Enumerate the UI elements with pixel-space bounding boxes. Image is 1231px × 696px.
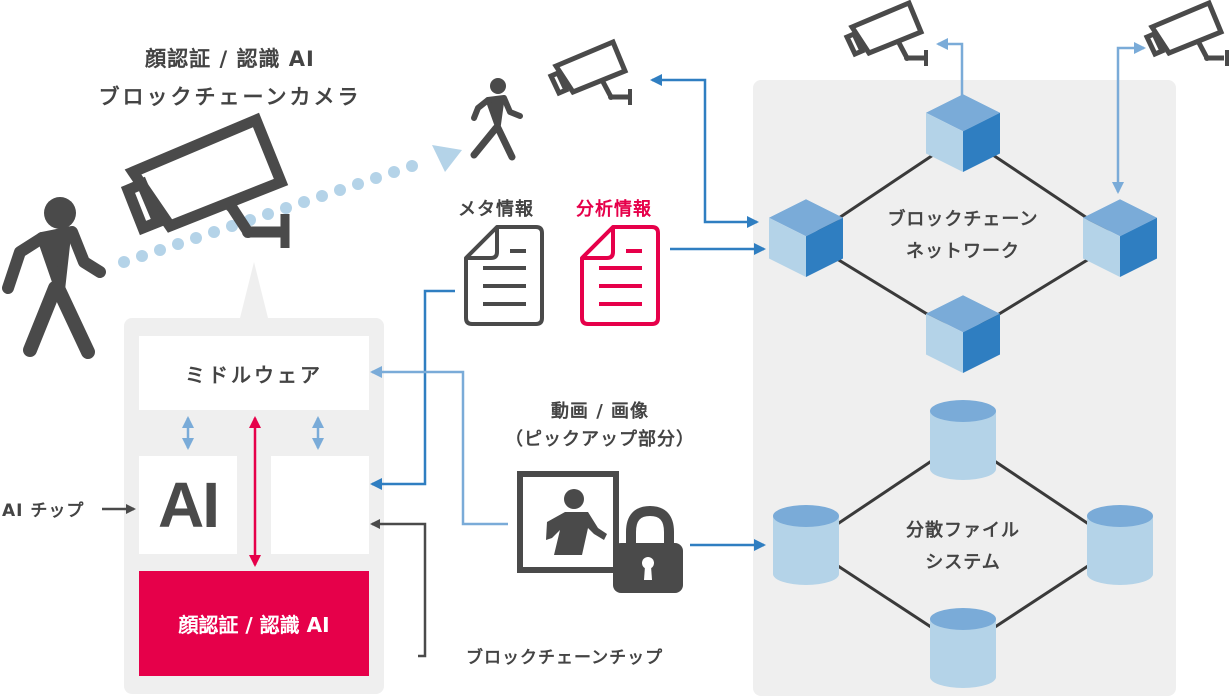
network-panel — [753, 80, 1176, 696]
small-camera-icon-3 — [1143, 0, 1229, 66]
meta-to-chip-arrow — [370, 289, 455, 490]
sightline-arrowhead — [432, 145, 462, 172]
storage-node-left — [773, 505, 839, 585]
middleware-label: ミドルウェア — [185, 362, 323, 387]
filesystem-line1: 分散ファイル — [906, 520, 1020, 541]
small-camera-icon-1 — [547, 38, 632, 105]
camera2-network-arrow — [936, 38, 968, 122]
network-node-bottom — [926, 295, 1000, 373]
storage-node-bottom — [930, 608, 996, 688]
meta-document-icon — [464, 225, 544, 326]
blockchain-network-line2: ネットワーク — [906, 241, 1020, 262]
media-label: 動画 / 画像 （ピックアップ部分） — [490, 398, 710, 454]
camera-title: 顔認証 / 認識 AI ブロックチェーンカメラ — [60, 40, 400, 116]
walking-person-icon — [2, 197, 106, 359]
panel-pointer — [240, 262, 268, 318]
sightline-dots — [118, 145, 462, 268]
middleware-box: ミドルウェア — [139, 336, 369, 410]
camera3-network-arrow — [1112, 42, 1146, 194]
blockchain-chip-callout-arrow — [370, 519, 427, 658]
face-ai-label: 顔認証 / 認識 AI — [178, 613, 330, 637]
ai-chip-box: AI — [139, 456, 237, 554]
lock-icon — [613, 505, 683, 593]
storage-node-top — [930, 400, 996, 480]
camera-title-line2: ブロックチェーンカメラ — [98, 85, 362, 109]
ai-label: AI — [158, 469, 220, 541]
blockchain-network-label: ブロックチェーン ネットワーク — [863, 204, 1063, 268]
storage-node-right — [1087, 505, 1153, 585]
camera-network-arrow — [650, 74, 759, 228]
filesystem-label: 分散ファイル システム — [863, 515, 1063, 579]
media-label-line2: （ピックアップ部分） — [505, 429, 695, 450]
camera-title-line1: 顔認証 / 認識 AI — [145, 47, 315, 71]
blockchain-network-line1: ブロックチェーン — [887, 209, 1039, 230]
media-label-line1: 動画 / 画像 — [550, 401, 650, 422]
blockchain-chip-callout: ブロックチェーンチップ — [466, 648, 664, 668]
security-camera-icon — [120, 112, 290, 248]
blockchain-chip-box — [271, 456, 369, 554]
meta-info-label: メタ情報 — [458, 199, 534, 220]
face-ai-box: 顔認証 / 認識 AI — [139, 571, 369, 676]
analysis-info-label: 分析情報 — [576, 199, 652, 220]
small-camera-icon-2 — [843, 0, 928, 66]
network-node-right — [1083, 199, 1157, 277]
ai-chip-callout: AI チップ — [2, 501, 85, 521]
analysis-document-icon — [580, 225, 660, 326]
filesystem-line2: システム — [925, 552, 1001, 573]
network-node-left — [769, 199, 843, 277]
media-to-middleware-arrow — [370, 366, 508, 526]
image-frame-icon — [517, 471, 619, 573]
small-walking-person-icon — [470, 78, 523, 161]
